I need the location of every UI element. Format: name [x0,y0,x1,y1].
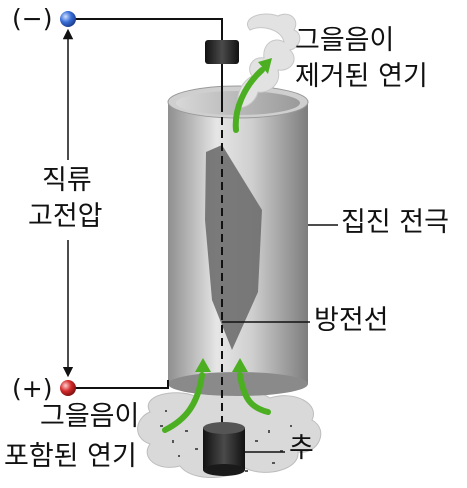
dirty-gas-label-line1: 그을음이 [40,401,140,432]
dc-voltage-label-line1: 직류 [42,165,92,196]
flow-arrow-left [162,372,205,433]
flow-arrowhead-right [232,358,248,372]
circuit-wiring [70,18,223,389]
weight-block [203,422,245,476]
flow-arrow-right [237,372,271,415]
clean-gas-label-line2: 제거된 연기 [295,61,428,92]
flow-arrows [162,67,271,433]
flow-arrowhead-top [258,58,272,74]
positive-sign-label: (+) [12,374,53,403]
top-insulator-block [205,40,239,64]
negative-sign-label: (−) [12,4,53,33]
weight-label: 추 [289,433,314,464]
discharge-wire-label: 방전선 [314,305,389,336]
dc-voltage-label-line2: 고전압 [28,201,103,232]
flow-arrowhead-left [195,358,211,372]
negative-terminal-icon [60,11,76,27]
soot-deposit [205,145,262,350]
positive-terminal-icon [60,380,76,396]
dirty-gas-label-line2: 포함된 연기 [4,441,137,472]
clean-gas-label-line1: 그을음이 [295,25,395,56]
collector-label: 집진 전극 [341,207,449,238]
flow-arrow-top [232,67,265,133]
